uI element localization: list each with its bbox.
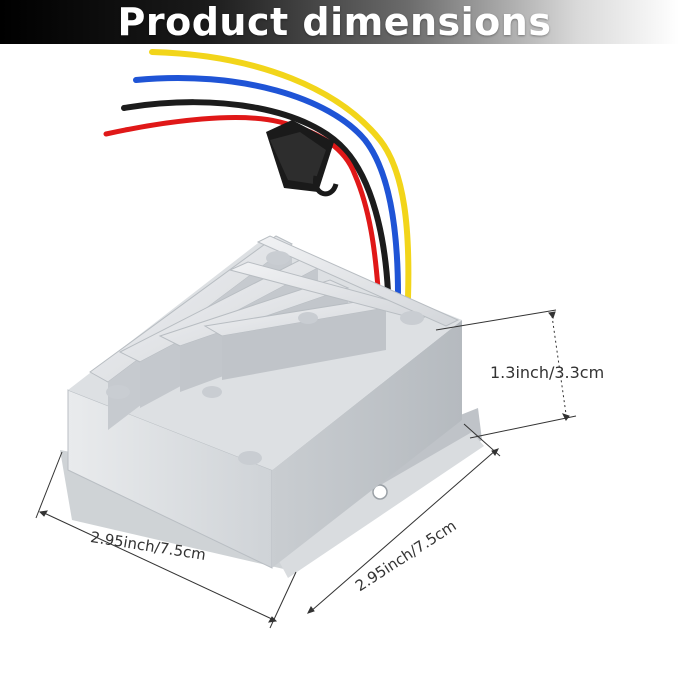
yellow-wire — [149, 49, 412, 301]
screw-boss — [106, 385, 130, 399]
mounting-flange — [272, 432, 484, 578]
screw-boss — [400, 311, 424, 325]
converter-body — [60, 235, 484, 578]
fuse-holder — [266, 120, 339, 197]
blue-wire — [133, 74, 401, 298]
page-title: Product dimensions — [117, 0, 552, 44]
width-line — [41, 511, 275, 621]
screw-boss — [266, 251, 290, 265]
dimension-lines — [35, 309, 577, 629]
depth-line — [309, 449, 497, 613]
title-banner: Product dimensions — [0, 0, 679, 44]
screw-boss — [298, 312, 318, 324]
height-bottom-line — [469, 415, 577, 439]
screw-boss — [238, 451, 262, 465]
height-arrow — [551, 315, 567, 415]
height-top-line — [435, 309, 557, 331]
heatsink-fins — [89, 235, 460, 430]
screw-boss — [202, 386, 222, 398]
mounting-hole — [372, 484, 388, 500]
height-dimension-label: 1.3inch/3.3cm — [490, 363, 605, 382]
black-wire — [121, 99, 391, 295]
width-tick-left — [35, 451, 63, 519]
